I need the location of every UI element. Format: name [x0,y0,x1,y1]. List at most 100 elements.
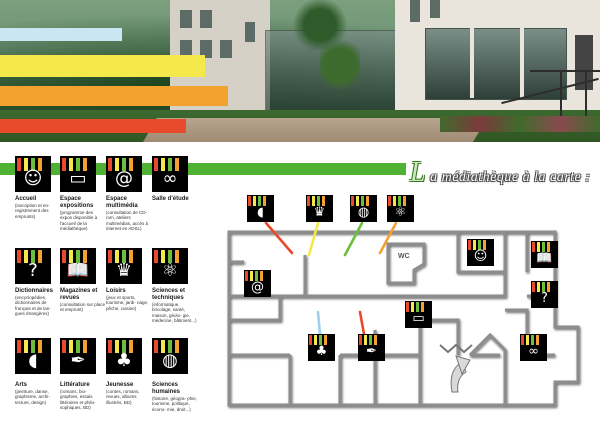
plan-marker-quill: ✒ [358,334,385,361]
legend-item: Sciences humaines(histoire, géogra- phie… [152,382,198,412]
plan-marker-glasses: ∞ [520,334,547,361]
board-tile: ▭ [60,156,96,192]
at-sign-icon: @ [115,168,133,189]
stripe-light-blue [0,28,122,41]
quill-icon: ✒ [366,343,377,359]
legend-item-title: Sciences humaines [152,382,181,395]
globe-tile: ◍ [152,338,188,374]
legend-item: Littérature(romans, bio- graphies, essai… [60,382,106,411]
legend-item: Accueil(inscription et en- registrement … [15,196,61,219]
legend-item: Dictionnaires(encyclopédies, dictionnair… [15,288,61,317]
question-icon: ? [28,260,38,281]
stripe-yellow [0,55,205,77]
smiley-icon: ☺ [473,248,488,264]
at-sign-icon: @ [251,279,264,295]
legend-item-title: Espace multimédia [106,196,138,209]
quill-tile: ✒ [60,338,96,374]
stripe-red [0,119,186,133]
plan-right-rooms [456,232,555,357]
palette-icon: ◖ [28,350,38,371]
plan-marker-at-sign: @ [244,270,271,297]
plan-marker-figures: ♣ [308,334,335,361]
legend-item: Sciences et techniques(informatique, bri… [152,288,198,324]
atom-icon: ⚛ [161,260,179,281]
glasses-tile: ∞ [152,156,188,192]
trophy-icon: ♛ [313,204,326,220]
atom-tile: ⚛ [152,248,188,284]
trophy-icon: ♛ [115,260,133,281]
legend-item-description: (peinture, danse, graphisme, archi- tect… [15,389,50,405]
legend-item-title: Sciences et techniques [152,288,186,301]
legend-item-description: (consultation sur place et emprunt) [60,302,106,313]
smiley-icon: ☺ [23,168,43,189]
plan-marker-globe: ◍ [350,195,377,222]
legend-item: Jeunesse(contes, romans, revues, albums … [106,382,152,405]
plan-partitions [288,332,507,405]
board-icon: ▭ [412,310,425,326]
stripe-orange [0,86,228,106]
smiley-tile: ☺ [15,156,51,192]
plan-marker-board: ▭ [405,301,432,328]
legend-item-title: Jeunesse [106,382,134,388]
glasses-icon: ∞ [162,168,178,189]
plan-wc-room [386,242,426,285]
header-photo [0,0,600,142]
figures-icon: ♣ [115,350,133,371]
legend-item-title: Magazines et revues [60,288,98,301]
trophy-tile: ♛ [106,248,142,284]
legend-item-description: (inscription et en- registrement des emp… [15,203,50,219]
quill-icon: ✒ [70,350,86,371]
legend-item-title: Littérature [60,382,90,388]
globe-icon: ◍ [162,350,178,371]
legend-item-title: Dictionnaires [15,288,54,294]
figures-tile: ♣ [106,338,142,374]
palette-tile: ◖ [15,338,51,374]
legend-item: Salle d'étude [152,196,198,203]
legend-item: Magazines et revues(consultation sur pla… [60,288,106,313]
legend-item-description: (contes, romans, revues, albums illustré… [106,389,140,405]
plan-marker-smiley: ☺ [467,239,494,266]
open-book-tile: 📖 [60,248,96,284]
plan-marker-trophy: ♛ [306,195,333,222]
open-book-icon: 📖 [536,250,553,266]
plan-marker-question: ? [531,281,558,308]
board-icon: ▭ [69,168,87,189]
legend-item: Espace expositions(programme des expos d… [60,196,106,232]
legend-item-description: (encyclopédies, dictionnaires de françai… [15,295,51,317]
palette-icon: ◖ [257,204,264,220]
plan-marker-atom: ⚛ [387,195,414,222]
legend-item-description: (informatique, bricolage, santé, maison,… [152,302,197,324]
pointer-line-sciences [378,221,398,255]
legend-item: Loisirs(jeux et sports, tourisme, jardi-… [106,288,152,311]
legend-item-title: Espace expositions [60,196,94,209]
plan-marker-open-book: 📖 [531,241,558,268]
pointer-line-litterature [358,310,366,336]
legend-item-description: (jeux et sports, tourisme, jardi- nage, … [106,295,149,311]
map-title: L a médiathèque à la carte : [410,157,591,188]
plan-marker-palette: ◖ [247,195,274,222]
open-book-icon: 📖 [66,260,90,281]
section-divider [0,163,406,175]
legend-item-title: Salle d'étude [152,196,189,202]
pointer-line-arts [264,221,294,255]
at-sign-tile: @ [106,156,142,192]
legend-item-description: (romans, bio- graphies, essais littérair… [60,389,96,411]
pointer-line-loisirs [307,221,320,257]
legend-item-title: Accueil [15,196,37,202]
globe-icon: ◍ [357,204,370,220]
wc-label: WC [398,253,410,260]
atom-icon: ⚛ [394,204,407,220]
legend-item-title: Loisirs [106,288,126,294]
pointer-line-globe [343,221,364,257]
question-icon: ? [541,290,548,306]
pointer-line-jeunesse [316,310,322,336]
question-tile: ? [15,248,51,284]
legend-item: Espace multimédia(consultation de CD-rom… [106,196,152,232]
legend-item-description: (programme des expos disponible à l'accu… [60,210,98,232]
legend-item-description: (histoire, géogra- phie, tourisme, polit… [152,396,198,412]
glasses-icon: ∞ [528,343,539,359]
legend-item-title: Arts [15,382,28,388]
figures-icon: ♣ [315,343,328,359]
